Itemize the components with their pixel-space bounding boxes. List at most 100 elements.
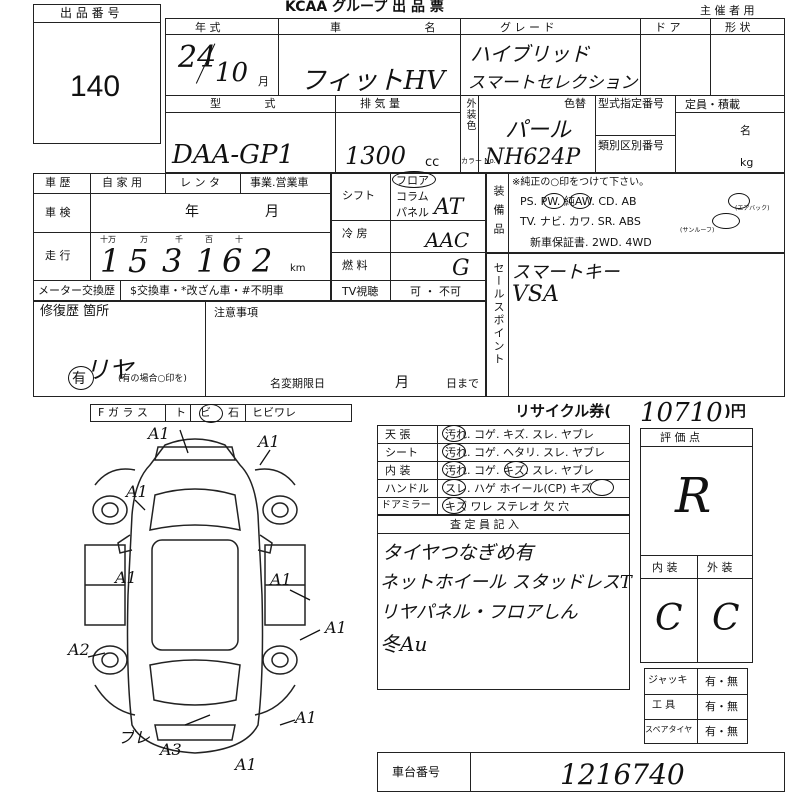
weight-unit: kg bbox=[740, 156, 754, 169]
tool-spare-opts: 有・無 bbox=[705, 725, 738, 738]
chassis-block bbox=[377, 752, 785, 792]
tool-tools-label: 工 具 bbox=[652, 700, 676, 711]
inspection-label: 車 検 bbox=[45, 206, 71, 219]
damage-mark-a1-right-rear: A1 bbox=[323, 618, 347, 637]
model-label: 車 名 bbox=[330, 21, 476, 34]
displacement-unit: cc bbox=[425, 155, 440, 170]
damage-mark-a3-rear: A3 bbox=[158, 740, 182, 759]
damage-mark-a1-front-right: A1 bbox=[256, 432, 280, 451]
repair-label: 修復歴 箇所 bbox=[40, 304, 110, 319]
organizer-label: 主 催 者 用 bbox=[700, 4, 755, 17]
inspector-line2: ネットホイール スタッドレスT bbox=[380, 572, 632, 593]
mileage-unit-1k: 千 bbox=[175, 235, 183, 244]
mileage-unit-10: 十 bbox=[235, 235, 243, 244]
equipment-note: ※純正の○印をつけて下さい。 bbox=[512, 177, 650, 188]
grade-label: グ レ ー ド bbox=[500, 21, 555, 34]
chassis-label: 車台番号 bbox=[392, 765, 441, 779]
ac-value: AAC bbox=[425, 228, 470, 252]
sales-point-line1: スマートキー bbox=[512, 262, 620, 283]
evaluation-block bbox=[640, 428, 753, 663]
interior-grade-label: 内 装 bbox=[652, 561, 678, 574]
history-business: 事業.営業車 bbox=[250, 176, 309, 189]
interior-row4-label: ハンドル bbox=[385, 482, 429, 495]
mileage-digit-1: 1 bbox=[100, 242, 121, 280]
year-value: 24 bbox=[178, 40, 217, 75]
capacity-label: 定員・積載 bbox=[685, 98, 740, 111]
body-type-label: 形 状 bbox=[725, 21, 751, 34]
interior-row5-opts: キズ ワレ ステレオ 欠 穴 bbox=[445, 500, 569, 513]
mileage-digit-5: 6 bbox=[222, 242, 243, 280]
inspector-block bbox=[377, 515, 630, 690]
capacity-unit: 名 bbox=[740, 124, 751, 137]
damage-mark-bure: ブレ bbox=[118, 728, 150, 747]
mileage-digit-2: 5 bbox=[128, 242, 149, 280]
category-label: 類別区別番号 bbox=[598, 139, 664, 152]
glass-opt-4: ヒビワレ bbox=[252, 406, 296, 419]
inspector-line1: タイヤつなぎめ有 bbox=[382, 542, 534, 564]
name-change-day: 日まで bbox=[446, 377, 479, 390]
mileage-label: 走 行 bbox=[45, 249, 71, 262]
damage-mark-a2-left-rear: A2 bbox=[66, 640, 90, 659]
evaluation-grade: R bbox=[675, 468, 712, 524]
tool-jack-label: ジャッキ bbox=[648, 675, 688, 686]
interior-row2-opts: 汚れ. コゲ. ヘタリ. スレ. ヤブレ bbox=[445, 446, 605, 459]
mileage-unit-100k: 十万 bbox=[100, 235, 116, 244]
grade-line2: スマートセレクション bbox=[468, 73, 638, 93]
year-label: 年 式 bbox=[195, 21, 221, 34]
type-value: DAA-GP1 bbox=[172, 140, 294, 170]
displacement-label: 排 気 量 bbox=[360, 97, 400, 110]
color-code: NH624P bbox=[485, 145, 581, 170]
sales-point-label: セールスポイント bbox=[492, 262, 505, 366]
inspector-line4: 冬Au bbox=[380, 632, 428, 656]
equipment-block bbox=[486, 173, 785, 253]
month-value: 10 bbox=[215, 58, 249, 88]
form-title: KCAA グループ 出 品 票 bbox=[285, 0, 444, 15]
history-rental: レ ン タ bbox=[180, 176, 220, 189]
exterior-color-label: 外装色 bbox=[464, 98, 475, 131]
shift-value: AT bbox=[434, 195, 464, 220]
interior-table bbox=[377, 425, 630, 515]
model-designation-label: 型式指定番号 bbox=[598, 97, 664, 110]
damage-mark-a1-rear: A1 bbox=[233, 755, 257, 770]
type-label: 型 式 bbox=[210, 97, 296, 110]
equipment-label: 装備品 bbox=[492, 185, 505, 242]
shift-panel: パネル bbox=[396, 206, 429, 219]
glass-label: F ガ ラ ス bbox=[98, 406, 148, 419]
history-private: 自 家 用 bbox=[102, 176, 142, 189]
displacement-value: 1300 bbox=[345, 142, 407, 170]
mileage-unit-10k: 万 bbox=[140, 235, 148, 244]
color-change-label: 色替 bbox=[564, 97, 586, 110]
repair-block bbox=[33, 301, 486, 397]
glass-opt-1: ト bbox=[175, 406, 186, 419]
tv-label: TV視聴 bbox=[342, 285, 379, 298]
inspection-year: 年 bbox=[185, 204, 199, 220]
recycle-label: リサイクル券( bbox=[515, 402, 612, 420]
damage-mark-a1-front: A1 bbox=[146, 425, 170, 443]
lot-number-box bbox=[33, 4, 161, 144]
equipment-row1-small: (エアバック) bbox=[735, 205, 770, 212]
car-name: フィットHV bbox=[300, 66, 445, 96]
recycle-unit: )円 bbox=[724, 402, 746, 420]
month-unit: 月 bbox=[258, 75, 269, 88]
history-block bbox=[33, 173, 331, 301]
tool-spare-label: スペアタイヤ bbox=[645, 725, 693, 734]
evaluation-label: 評 価 点 bbox=[660, 431, 700, 444]
shift-label: シフト bbox=[342, 189, 375, 202]
glass-opt-3: 石 bbox=[228, 406, 239, 419]
history-label: 車 歴 bbox=[45, 176, 71, 189]
sales-point-block bbox=[486, 253, 785, 397]
damage-mark-a1-left: A1 bbox=[113, 568, 137, 587]
glass-box bbox=[90, 404, 352, 422]
inspection-month: 月 bbox=[265, 204, 279, 220]
doors-label: ド ア bbox=[655, 21, 681, 34]
interior-row1-label: 天 張 bbox=[385, 428, 411, 441]
equipment-row2-small: (サンルーフ) bbox=[680, 227, 715, 234]
name-change-month: 月 bbox=[395, 375, 409, 391]
fuel-label: 燃 料 bbox=[342, 259, 368, 272]
mileage-digit-4: 1 bbox=[196, 242, 217, 280]
tool-jack-opts: 有・無 bbox=[705, 675, 738, 688]
interior-grade: C bbox=[655, 598, 683, 639]
mileage-km-unit: km bbox=[290, 263, 306, 274]
meter-change-options: $交換車・*改ざん車・#不明車 bbox=[130, 284, 284, 297]
mileage-unit-100: 百 bbox=[205, 235, 213, 244]
